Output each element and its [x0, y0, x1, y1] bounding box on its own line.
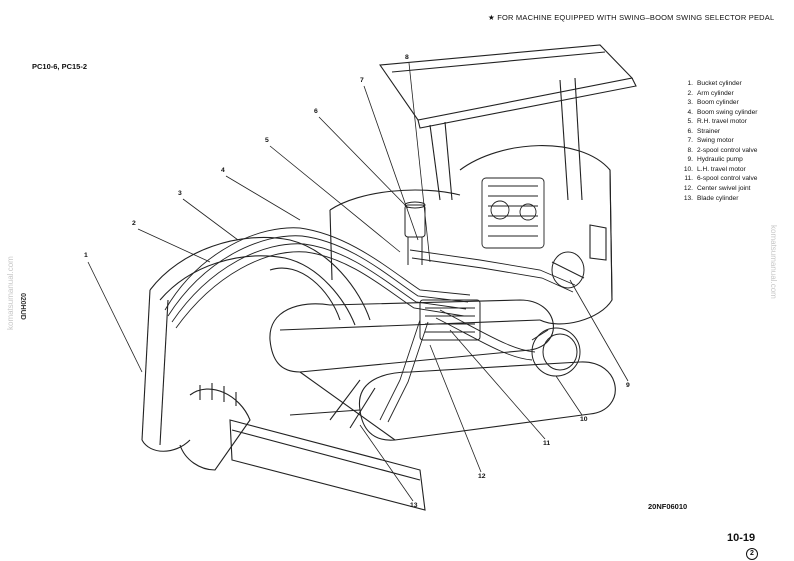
callout-8: 8	[405, 54, 409, 61]
legend-item: 9.Hydraulic pump	[687, 156, 743, 164]
strainer-column	[404, 201, 426, 265]
callout-11: 11	[543, 440, 551, 447]
machine-body	[329, 145, 613, 325]
callout-10: 10	[580, 416, 588, 423]
callout-4: 4	[221, 167, 225, 174]
legend-item: 4.Boom swing cylinder	[687, 108, 758, 116]
legend-item: 7.Swing motor	[687, 137, 734, 145]
callout-6: 6	[314, 108, 318, 115]
watermark-right: komatsumanual.com	[769, 225, 778, 299]
legend-item: 12.Center swivel joint	[683, 185, 751, 193]
callout-5: 5	[265, 137, 269, 144]
arm-bucket	[141, 289, 251, 471]
legend-item: 8.2-spool control valve	[687, 146, 758, 154]
legend-item: 2.Arm cylinder	[687, 89, 734, 97]
legend-item: 1.Bucket cylinder	[687, 80, 742, 87]
track-frames	[269, 299, 616, 441]
callout-7: 7	[360, 77, 364, 84]
revision-mark: 2	[746, 548, 758, 560]
control-valve-block	[419, 299, 481, 341]
legend-item: 11.6-spool control valve	[684, 175, 758, 183]
equipment-note: ★ FOR MACHINE EQUIPPED WITH SWING–BOOM S…	[488, 13, 775, 22]
side-code: 020HUD	[19, 293, 26, 320]
legend-item: 10.L.H. travel motor	[683, 165, 746, 173]
figure-code: 20NF06010	[648, 502, 688, 511]
callout-13: 13	[410, 502, 418, 509]
watermark-left: komatsumanual.com	[6, 256, 15, 330]
legend-item: 3.Boom cylinder	[687, 99, 739, 107]
page-number: 10-19	[727, 532, 756, 544]
model-label: PC10-6, PC15-2	[32, 62, 88, 71]
parts-legend: 1.Bucket cylinder 2.Arm cylinder 3.Boom …	[676, 79, 758, 203]
callout-9: 9	[626, 382, 630, 389]
legend-item: 5.R.H. travel motor	[687, 118, 747, 126]
blade	[229, 379, 426, 511]
boom	[149, 236, 371, 326]
hydraulic-hoses	[164, 227, 576, 423]
callout-3: 3	[178, 190, 182, 197]
callout-1: 1	[84, 252, 88, 259]
hydraulic-pump	[551, 251, 585, 289]
canopy	[379, 44, 637, 201]
legend-item: 6.Strainer	[687, 127, 721, 135]
callout-2: 2	[132, 220, 136, 227]
legend-item: 13.Blade cylinder	[683, 194, 739, 202]
travel-motor-hub	[531, 327, 581, 377]
engine	[481, 177, 545, 249]
callout-12: 12	[478, 473, 486, 480]
leader-lines	[87, 62, 629, 502]
